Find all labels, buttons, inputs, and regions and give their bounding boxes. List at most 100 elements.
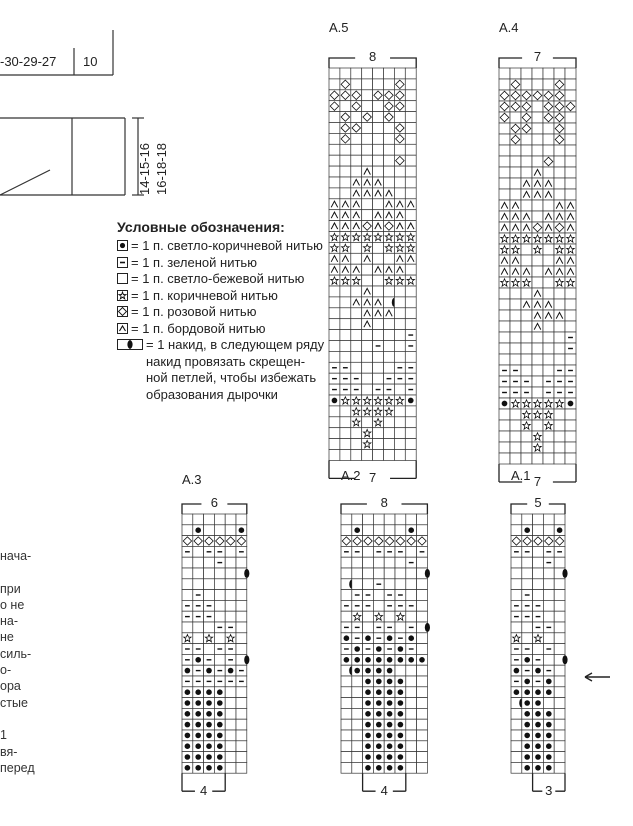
chart-cell: [328, 383, 341, 396]
chart-cell: [405, 740, 417, 752]
light-brown-dot-icon: [365, 700, 371, 706]
chart-cell: [328, 351, 341, 363]
light-brown-dot-icon: [535, 743, 541, 750]
chart-cell: [564, 67, 577, 80]
brown-star-icon: [384, 232, 394, 242]
burgundy-caret-icon: [385, 211, 393, 219]
chart-cell: [531, 188, 544, 201]
chart-cell: [362, 632, 374, 644]
chart-cell: [361, 133, 373, 145]
chart-cell: [373, 729, 385, 742]
chart-cell: [181, 610, 194, 623]
chart-cell: [373, 762, 385, 774]
chart-cell: [404, 383, 417, 396]
chart-cell: [224, 535, 237, 547]
chart-cell: [339, 187, 352, 200]
light-brown-dot-icon: [397, 732, 404, 739]
chart-cell: [543, 654, 555, 666]
chart-cell: [181, 524, 194, 536]
chart-cell: [339, 372, 352, 385]
burgundy-caret-icon: [385, 265, 393, 273]
chart-cell: [361, 318, 373, 330]
chart-cell: [542, 122, 555, 135]
legend-item-yarn-over: = 1 накид, в следующем ряду накид провяз…: [117, 337, 332, 403]
chart-cell: [224, 546, 237, 558]
chart-cell: [520, 287, 533, 300]
light-brown-dot-icon: [206, 700, 212, 706]
brown-star-icon: [351, 232, 362, 242]
chart-cell: [520, 298, 533, 311]
chart-cell: [405, 632, 417, 644]
burgundy-caret-icon: [363, 189, 371, 197]
chart-cell: [373, 556, 385, 569]
chart-cell: [542, 452, 555, 465]
chart-cell: [192, 654, 204, 666]
chart-cell: [362, 621, 374, 634]
chart-cell: [416, 654, 428, 666]
chart-cell: [553, 664, 566, 677]
chart-cell: [564, 408, 577, 421]
chart-cell: [394, 296, 406, 309]
chart-cell: [564, 331, 577, 344]
bottom-stitch-count: 7: [533, 474, 542, 489]
burgundy-caret-icon: [511, 267, 520, 275]
chart-cell: [372, 351, 384, 363]
chart-cell: [404, 231, 417, 243]
chart-cell: [405, 589, 417, 601]
top-bracket: [510, 503, 566, 514]
chart-cell: [383, 654, 396, 666]
chart-cell: [373, 751, 385, 763]
chart-cell: [553, 122, 566, 135]
light-brown-dot-icon: [375, 656, 382, 663]
chart-cell: [553, 589, 566, 601]
chart-cell: [372, 274, 384, 287]
chart-cell: [351, 708, 363, 720]
chart-cell: [394, 643, 407, 655]
brown-star-icon: [340, 395, 351, 406]
chart-cell: [203, 751, 215, 763]
chart-cell: [350, 67, 363, 80]
chart-cell: [383, 111, 395, 123]
light-brown-dot-icon: [365, 678, 371, 685]
chart-cell: [394, 394, 406, 407]
chart-cell: [203, 556, 215, 569]
top-stitch-count: 8: [380, 495, 388, 510]
chart-cell: [351, 729, 363, 742]
light-brown-dot-icon: [354, 667, 361, 674]
chart-cell: [328, 274, 341, 287]
chart-cell: [532, 535, 544, 547]
chart-cell: [521, 643, 533, 655]
pink-diamond-icon: [341, 536, 352, 546]
light-brown-dot-icon: [331, 397, 338, 404]
chart-cell: [328, 263, 341, 276]
chart-cell: [373, 567, 385, 580]
chart-cell: [351, 524, 363, 536]
brown-star-icon: [395, 611, 406, 622]
chart-cell: [372, 416, 384, 429]
chart-cell: [498, 386, 511, 399]
chart-cell: [383, 664, 396, 677]
chart-cell: [394, 67, 406, 80]
light-brown-dot-icon: [397, 646, 404, 652]
chart-cell: [362, 686, 374, 698]
burgundy-caret-icon: [407, 254, 415, 263]
chart-cell: [339, 122, 352, 134]
light-brown-dot-icon: [354, 527, 361, 534]
chart-cell: [553, 643, 566, 655]
chart-cell: [214, 643, 226, 655]
pink-diamond-icon: [352, 536, 362, 546]
chart-cell: [373, 535, 385, 547]
chart-cell: [383, 78, 395, 91]
chart-cell: [498, 232, 511, 245]
pink-diamond-icon: [340, 123, 351, 133]
chart-cell: [394, 524, 407, 536]
chart-cell: [553, 188, 566, 201]
chart-cell: [553, 67, 566, 80]
height-label-2: 16-18-18: [154, 142, 169, 195]
pink-diamond-icon: [384, 90, 394, 101]
chart-cell: [416, 718, 428, 731]
chart-cell: [328, 220, 341, 232]
light-brown-dot-icon: [386, 689, 393, 696]
chart-cell: [405, 686, 417, 698]
brown-star-icon: [565, 233, 576, 244]
